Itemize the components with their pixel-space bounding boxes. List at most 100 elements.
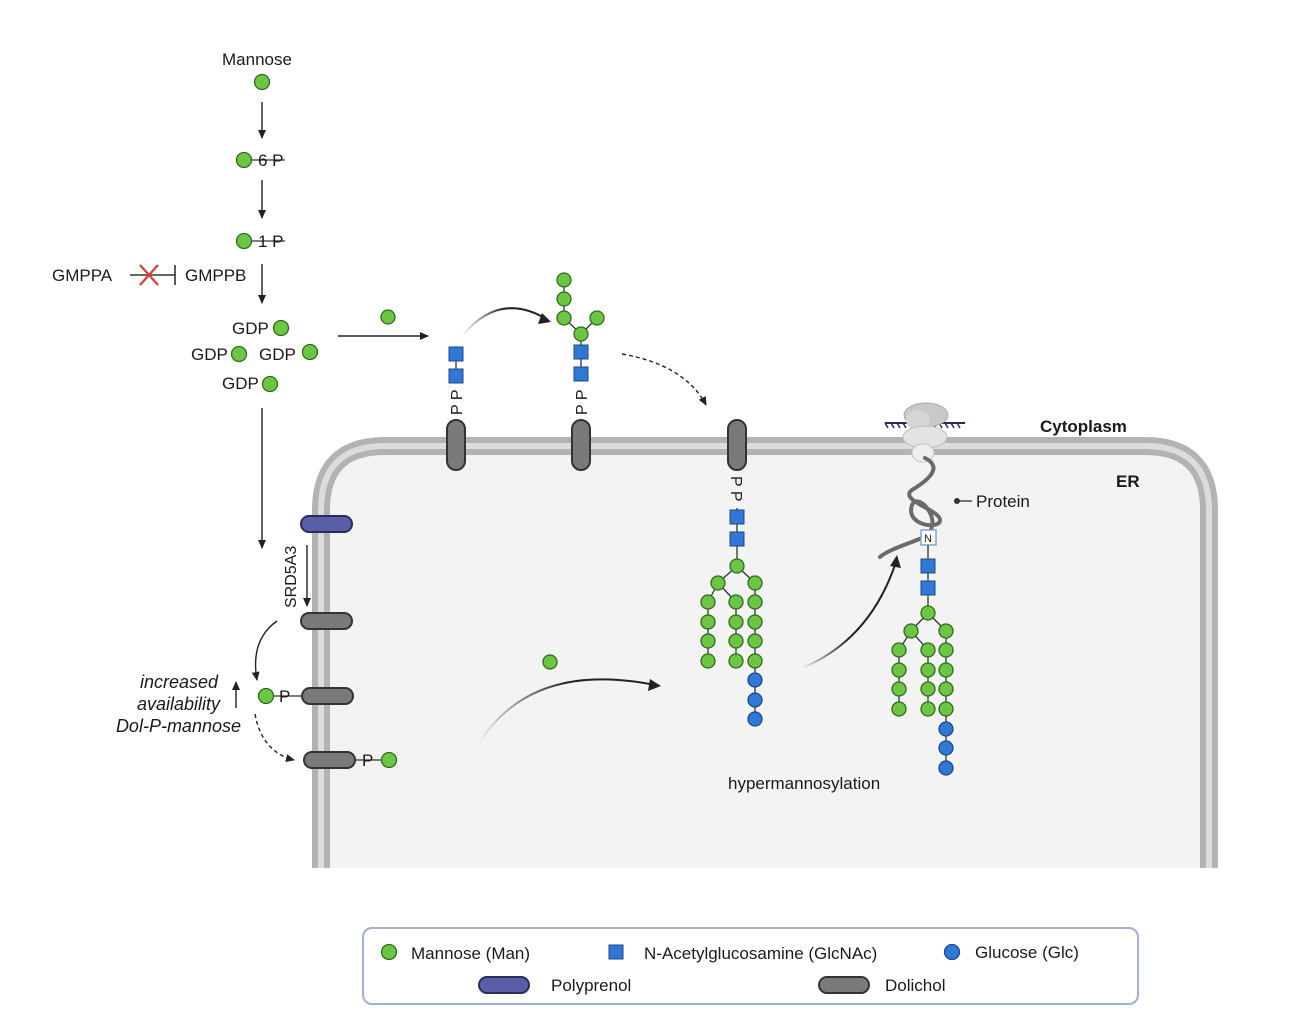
mannose-icon	[747, 594, 763, 610]
legend: Mannose (Man) N-Acetylglucosamine (GlcNA…	[362, 927, 1139, 1005]
dolichol-icon	[727, 419, 747, 471]
mannose-icon	[747, 575, 763, 591]
mannose-icon	[700, 633, 716, 649]
arrow-transfer-to-protein	[801, 561, 897, 669]
glcnac-icon	[729, 509, 745, 525]
legend-glucose-label: Glucose (Glc)	[975, 943, 1079, 962]
hypermannosylation-label: hypermannosylation	[728, 774, 880, 793]
glcnac-icon	[920, 558, 936, 574]
mannose-icon	[380, 309, 396, 325]
pp-label: P P	[449, 390, 466, 416]
mannose-icon	[920, 605, 936, 621]
ribosome-icon	[884, 402, 965, 463]
mannose-icon	[728, 614, 744, 630]
mannose-icon	[261, 375, 279, 393]
mannose-icon	[573, 326, 589, 342]
gdp-label: GDP	[232, 319, 269, 338]
glucose-icon	[747, 711, 763, 727]
glcnac-icon	[729, 531, 745, 547]
arrow-to-dol-p-mannose	[251, 620, 278, 681]
mannose-icon	[747, 653, 763, 669]
er-compartment	[312, 437, 1218, 868]
mannose-icon	[700, 653, 716, 669]
legend-mannose-icon	[380, 943, 398, 961]
legend-polyprenol-label: Polyprenol	[551, 976, 631, 995]
llo-glcnac2: P P	[446, 346, 466, 471]
mannose-icon	[920, 642, 936, 658]
legend-glucose-icon	[943, 943, 961, 961]
phosphate-label: P	[279, 687, 290, 706]
mannose-icon	[556, 272, 572, 288]
glcnac-icon	[920, 580, 936, 596]
inhibition-cross-icon	[139, 264, 159, 286]
mannose-icon	[938, 642, 954, 658]
mannose-icon	[235, 151, 253, 169]
mannose-icon	[589, 310, 605, 326]
gdp-label: GDP	[191, 345, 228, 364]
dolichol-icon	[300, 612, 353, 630]
glcnac-icon	[448, 346, 464, 362]
legend-glcnac-label: N-Acetylglucosamine (GlcNAc)	[644, 944, 877, 963]
mannose-icon	[891, 662, 907, 678]
mannose-icon	[700, 614, 716, 630]
dolichol-icon	[301, 687, 354, 705]
mannose-icon	[710, 575, 726, 591]
mannose-icon	[891, 642, 907, 658]
protein-label: Protein	[976, 492, 1030, 511]
mannose-icon	[938, 662, 954, 678]
glucose-icon	[938, 740, 954, 756]
srd5a3-label: SRD5A3	[283, 546, 300, 608]
flip-llo-arrow	[621, 353, 707, 406]
dolichol-icon	[446, 419, 466, 471]
mannose-icon	[891, 681, 907, 697]
phosphate-label: P	[362, 751, 373, 770]
mannose-icon	[700, 594, 716, 610]
llo-man5: P P	[556, 272, 605, 471]
glucose-icon	[747, 692, 763, 708]
increased-availability-line-3: Dol-P-mannose	[116, 716, 241, 736]
cytoplasm-label: Cytoplasm	[1040, 417, 1127, 436]
asparagine-label: N	[924, 533, 932, 545]
dolichol-icon	[303, 751, 356, 769]
mannose-icon	[903, 623, 919, 639]
mannose-icon	[235, 232, 253, 250]
llo-luminal: P P	[700, 419, 763, 727]
mannose-icon	[891, 701, 907, 717]
mannose-icon	[938, 681, 954, 697]
legend-dolichol-icon	[818, 976, 870, 994]
gdp-label: GDP	[259, 345, 296, 364]
mannose-icon	[920, 681, 936, 697]
pp-label: P P	[574, 390, 591, 416]
pp-label: P P	[727, 476, 744, 502]
glcnac-icon	[573, 344, 589, 360]
mannose-icon	[728, 594, 744, 610]
arrow-to-luminal-llo	[477, 678, 656, 746]
mannose-icon	[747, 633, 763, 649]
gmppb-label: GMPPB	[185, 266, 246, 285]
gdp-label: GDP	[222, 374, 259, 393]
arrow-llo-extension	[461, 307, 549, 337]
mannose-icon	[747, 614, 763, 630]
gmppa-label: GMPPA	[52, 266, 113, 285]
mannose-icon	[938, 701, 954, 717]
mannose-icon	[938, 623, 954, 639]
mannose-icon	[556, 291, 572, 307]
er-label: ER	[1116, 472, 1140, 491]
mannose-icon	[272, 319, 290, 337]
mannose-icon	[728, 633, 744, 649]
increased-availability-line-1: increased	[140, 672, 219, 692]
mannose-icon	[729, 558, 745, 574]
glucose-icon	[938, 721, 954, 737]
legend-dolichol-label: Dolichol	[885, 976, 945, 995]
mannose-icon	[542, 654, 558, 670]
flip-arrow	[254, 713, 295, 762]
legend-mannose-label: Mannose (Man)	[411, 944, 530, 963]
glcnac-icon	[448, 368, 464, 384]
mannose-icon	[230, 345, 248, 363]
mannose-label: Mannose	[222, 50, 292, 69]
glcnac-icon	[573, 366, 589, 382]
mannose-icon	[257, 687, 275, 705]
glucose-icon	[938, 760, 954, 776]
mannose-icon	[380, 751, 398, 769]
